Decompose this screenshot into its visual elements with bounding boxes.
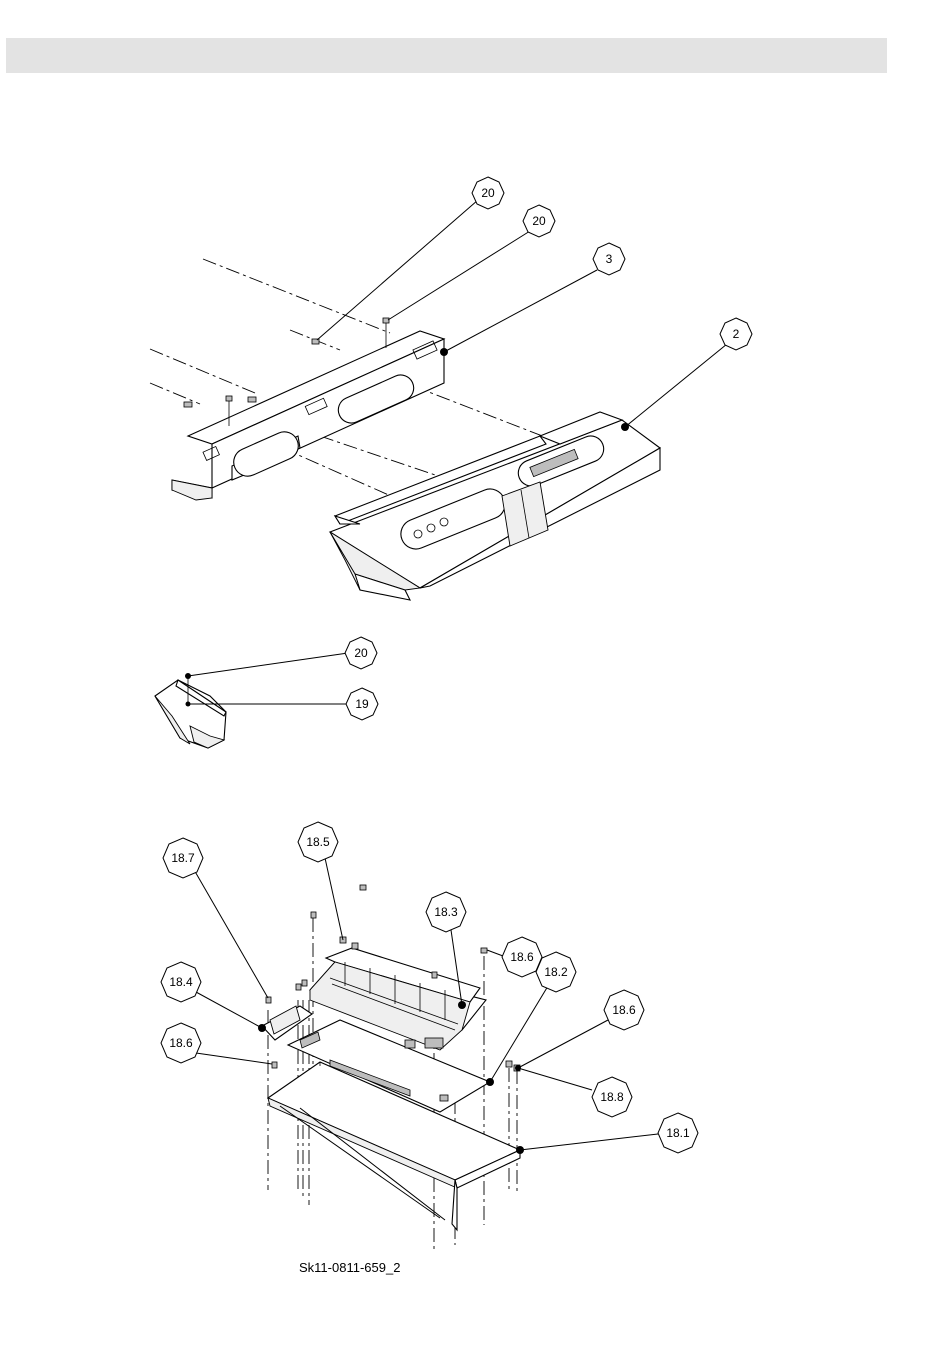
svg-text:20: 20	[481, 186, 495, 200]
svg-text:18.4: 18.4	[169, 975, 193, 989]
callout-18-6-left: 18.6	[161, 1023, 201, 1063]
callout-2: 2	[720, 318, 752, 350]
callout-18-3: 18.3	[426, 892, 466, 932]
svg-text:18.6: 18.6	[510, 950, 534, 964]
svg-text:18.5: 18.5	[306, 835, 330, 849]
svg-text:18.2: 18.2	[544, 965, 568, 979]
callout-18-8: 18.8	[592, 1077, 632, 1117]
left-bracket	[258, 1006, 312, 1040]
callout-3: 3	[593, 243, 625, 275]
callout-18-7: 18.7	[163, 838, 203, 878]
mounting-bracket	[172, 331, 448, 500]
callout-18-4: 18.4	[161, 962, 201, 1002]
svg-text:3: 3	[606, 252, 613, 266]
svg-text:2: 2	[733, 327, 740, 341]
callout-18-6-right: 18.6	[604, 990, 644, 1030]
svg-text:20: 20	[532, 214, 546, 228]
callout-18-5: 18.5	[298, 822, 338, 862]
svg-text:18.6: 18.6	[612, 1003, 636, 1017]
svg-text:18.3: 18.3	[434, 905, 458, 919]
svg-text:18.7: 18.7	[171, 851, 195, 865]
svg-text:18.8: 18.8	[600, 1090, 624, 1104]
detail-assembly	[155, 653, 348, 748]
housing-part	[330, 412, 660, 600]
svg-text:19: 19	[355, 697, 369, 711]
callout-detail-20: 20	[345, 637, 377, 669]
callout-18-2: 18.2	[536, 952, 576, 992]
bottom-assembly	[193, 858, 658, 1250]
callout-18-1: 18.1	[658, 1113, 698, 1153]
callout-20-a: 20	[472, 177, 504, 209]
callout-20-b: 20	[523, 205, 555, 237]
drawing-number-label: Sk11-0811-659_2	[299, 1260, 400, 1275]
top-assembly	[150, 200, 727, 600]
svg-text:20: 20	[354, 646, 368, 660]
svg-text:18.6: 18.6	[169, 1036, 193, 1050]
svg-text:18.1: 18.1	[666, 1126, 690, 1140]
callout-detail-19: 19	[346, 688, 378, 720]
